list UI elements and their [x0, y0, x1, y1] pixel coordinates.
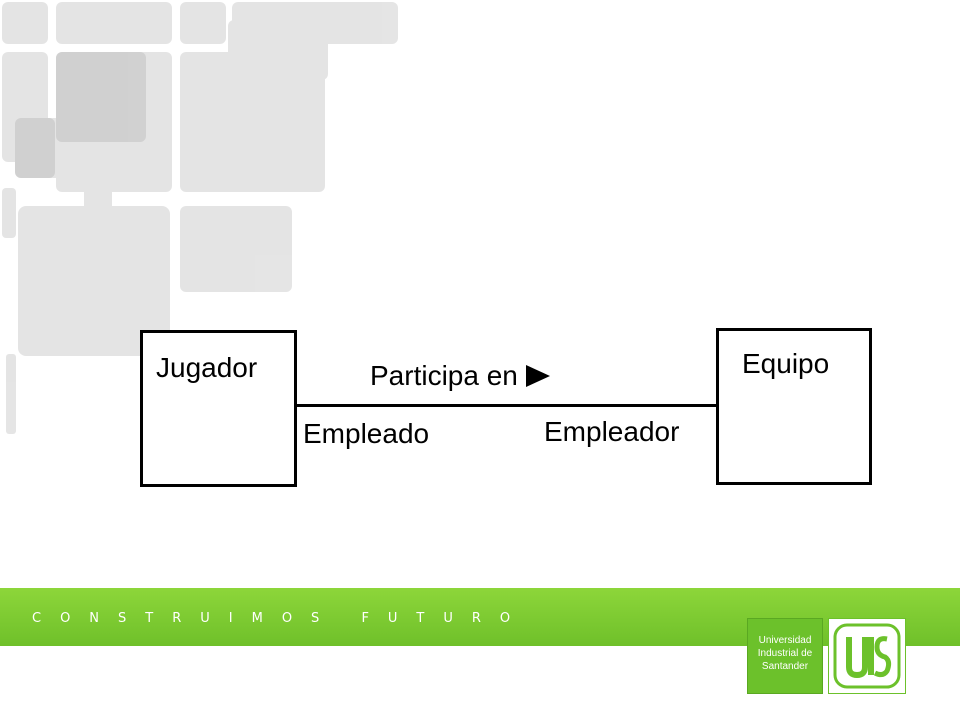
logo-line-3: Santander: [761, 661, 809, 672]
slogan-text: CONSTRUIMOS FUTURO: [32, 611, 530, 626]
role-label-left: Empleado: [303, 418, 430, 449]
university-logo-text: Universidad Industrial de Santander: [747, 618, 823, 694]
logo-line-2: Industrial de: [757, 648, 813, 659]
relationship-label: Participa en: [370, 360, 550, 392]
role-label-right: Empleador: [544, 416, 680, 447]
direction-arrow-icon: [525, 365, 550, 387]
entity-box-left: [140, 330, 297, 487]
entity-label-right: Equipo: [742, 348, 830, 379]
relationship-line: [296, 404, 718, 407]
relationship-text: Participa en: [370, 360, 518, 391]
uis-logo-icon: [828, 618, 906, 694]
entity-box-right: [716, 328, 872, 485]
entity-label-left: Jugador: [156, 352, 258, 383]
logo-line-1: Universidad: [758, 635, 812, 646]
decorative-squares: [2, 2, 398, 434]
